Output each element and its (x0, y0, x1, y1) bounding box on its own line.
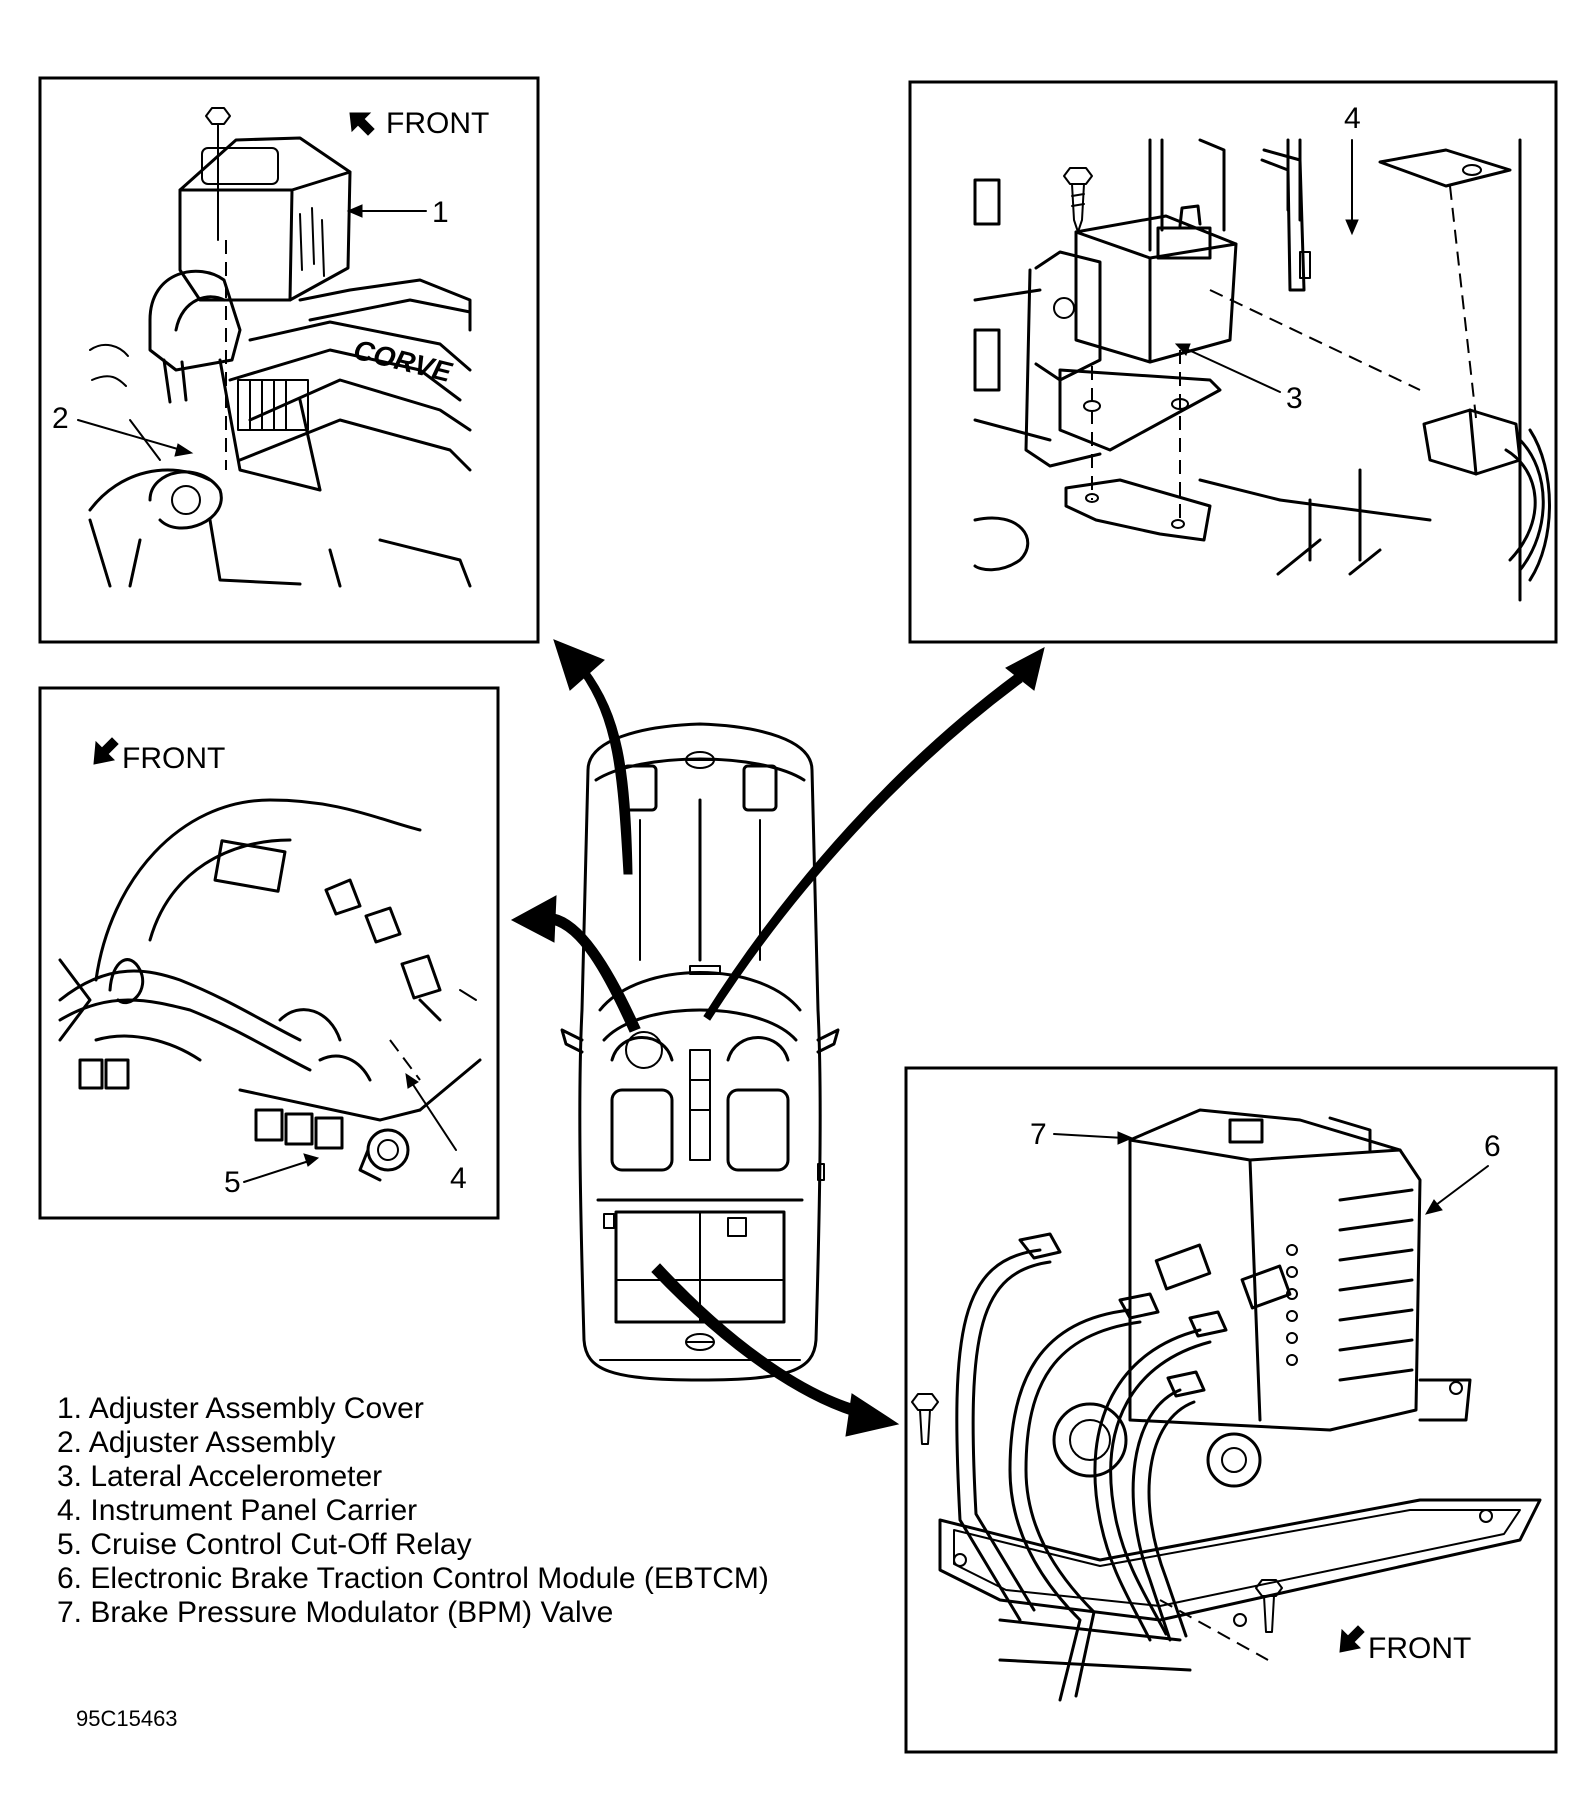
panel-frame (38, 686, 500, 1220)
locator-arrow-top-right (703, 647, 1045, 1021)
legend-item: 7. Brake Pressure Modulator (BPM) Valve (57, 1596, 614, 1629)
front-label: FRONT (1368, 1632, 1471, 1665)
callout-4-mid-number: 4 (450, 1162, 467, 1195)
callout-7-number: 7 (1030, 1118, 1047, 1151)
panel-adjuster-assembly: FRONT (38, 76, 540, 644)
legend-item: 1. Adjuster Assembly Cover (57, 1392, 424, 1425)
legend-item: 2. Adjuster Assembly (57, 1426, 336, 1459)
callout-4-number: 4 (1344, 102, 1361, 135)
adjuster-cover-drawing (178, 136, 352, 302)
front-label: FRONT (386, 107, 489, 140)
mounting-bracket-drawing (938, 1378, 1542, 1627)
callout-4-top: 4 (1344, 102, 1361, 236)
brake-lines-drawing (955, 1232, 1228, 1702)
front-arrow-icon (349, 112, 375, 136)
front-arrow-icon (1339, 1625, 1365, 1653)
panel-lateral-accelerometer: 4 3 (908, 80, 1558, 644)
legend-item: 4. Instrument Panel Carrier (57, 1494, 418, 1527)
callout-1-number: 1 (432, 196, 449, 229)
front-arrow-icon (93, 737, 119, 765)
adjuster-assembly-drawing (148, 269, 242, 404)
callout-1: 1 (346, 196, 449, 229)
locator-arrow-mid-left (510, 895, 641, 1033)
legend-item: 5. Cruise Control Cut-Off Relay (57, 1528, 472, 1561)
front-label: FRONT (122, 742, 225, 775)
callout-3: 3 (1174, 343, 1303, 415)
bolt-icon (1159, 1579, 1283, 1661)
component-legend: 1. Adjuster Assembly Cover 2. Adjuster A… (57, 1392, 769, 1630)
screw-icon (1063, 167, 1093, 233)
accelerometer-drawing (1024, 204, 1238, 542)
callout-2: 2 (52, 402, 194, 457)
callout-6: 6 (1424, 1130, 1501, 1215)
emblem-icon (685, 751, 715, 769)
callout-6-number: 6 (1484, 1130, 1501, 1163)
bolt-icon (911, 1393, 939, 1445)
ebtcm-module-drawing (1052, 1108, 1422, 1488)
vehicle-top-view-drawing (560, 722, 840, 1382)
dash-carrier-drawing (58, 798, 482, 1182)
callout-4-mid: 4 (405, 1072, 467, 1195)
connector-harness-drawing (1209, 185, 1551, 582)
callout-5-number: 5 (224, 1166, 241, 1199)
panel-instrument-panel-carrier: FRONT (38, 686, 500, 1220)
callout-7: 7 (1030, 1118, 1134, 1151)
locator-arrow-bottom-right (651, 1263, 900, 1437)
legend-item: 3. Lateral Accelerometer (57, 1460, 383, 1493)
callout-3-number: 3 (1286, 382, 1303, 415)
callout-2-number: 2 (52, 402, 69, 435)
panel-frame (38, 76, 540, 644)
legend-item: 6. Electronic Brake Traction Control Mod… (57, 1562, 769, 1595)
locator-arrow-top-left (553, 639, 633, 875)
panel-frame (908, 80, 1558, 644)
body-structure-drawing (973, 138, 1522, 602)
callout-5: 5 (224, 1153, 320, 1199)
bolt-icon (205, 107, 231, 470)
figure-id: 95C15463 (76, 1706, 178, 1731)
panel-ebtcm-bpm: FRONT 7 6 (904, 1066, 1558, 1754)
emblem-icon (685, 1333, 715, 1351)
